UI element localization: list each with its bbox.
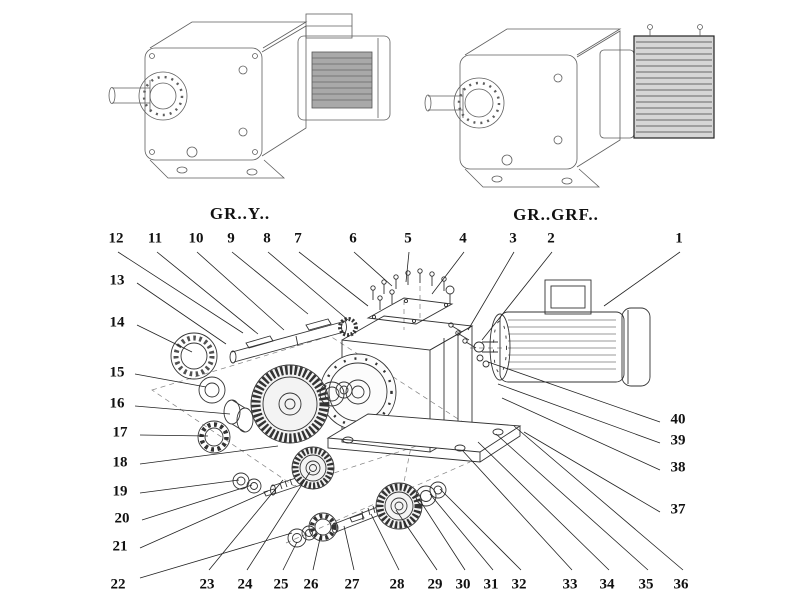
part-callout-10: 10 bbox=[188, 230, 204, 247]
part-callout-2: 2 bbox=[547, 230, 555, 247]
part-callout-37: 37 bbox=[670, 501, 686, 518]
model-label-gr-y: GR..Y.. bbox=[209, 204, 271, 223]
part-callout-32: 32 bbox=[511, 576, 527, 593]
part-callout-21: 21 bbox=[112, 538, 128, 555]
part-callout-34: 34 bbox=[599, 576, 615, 593]
part-callout-24: 24 bbox=[237, 576, 253, 593]
part-callout-17: 17 bbox=[112, 424, 128, 441]
input-shaft bbox=[229, 317, 358, 364]
part-callout-3: 3 bbox=[509, 230, 517, 247]
part-callout-40: 40 bbox=[670, 411, 686, 428]
part-callout-22: 22 bbox=[110, 576, 126, 593]
callout-leader-lines bbox=[117, 251, 684, 579]
part-callout-8: 8 bbox=[263, 230, 271, 247]
part-callout-15: 15 bbox=[109, 364, 125, 381]
part-callout-12: 12 bbox=[108, 230, 124, 247]
assembled-view-gr-y bbox=[108, 13, 391, 179]
part-callout-38: 38 bbox=[670, 459, 686, 476]
part-callout-7: 7 bbox=[294, 230, 302, 247]
part-callout-14: 14 bbox=[109, 314, 125, 331]
cover-and-bolts bbox=[366, 268, 455, 325]
part-callout-25: 25 bbox=[273, 576, 289, 593]
part-callout-18: 18 bbox=[112, 454, 128, 471]
part-callout-27: 27 bbox=[344, 576, 360, 593]
part-callout-23: 23 bbox=[199, 576, 215, 593]
part-callout-19: 19 bbox=[112, 483, 128, 500]
part-callout-16: 16 bbox=[109, 395, 125, 412]
seal-and-bearings bbox=[170, 332, 254, 454]
part-callout-6: 6 bbox=[349, 230, 357, 247]
part-callout-31: 31 bbox=[483, 576, 499, 593]
part-callout-39: 39 bbox=[670, 432, 686, 449]
motor bbox=[448, 279, 651, 387]
part-callout-9: 9 bbox=[227, 230, 235, 247]
part-callout-26: 26 bbox=[303, 576, 319, 593]
pinion-cluster bbox=[232, 446, 335, 497]
part-callout-36: 36 bbox=[673, 576, 689, 593]
output-shaft-cluster bbox=[287, 481, 447, 548]
exploded-parts-art bbox=[170, 268, 651, 548]
part-callout-1: 1 bbox=[675, 230, 683, 247]
assembled-view-gr-grf bbox=[424, 24, 715, 188]
part-callout-30: 30 bbox=[455, 576, 471, 593]
part-callout-20: 20 bbox=[114, 510, 130, 527]
part-callout-13: 13 bbox=[109, 272, 125, 289]
housing-base bbox=[326, 413, 522, 463]
part-callout-35: 35 bbox=[638, 576, 654, 593]
large-gear bbox=[250, 364, 353, 444]
part-callout-29: 29 bbox=[427, 576, 443, 593]
part-callout-5: 5 bbox=[404, 230, 412, 247]
part-callout-4: 4 bbox=[459, 230, 467, 247]
part-callout-33: 33 bbox=[562, 576, 578, 593]
part-callout-11: 11 bbox=[147, 230, 163, 247]
model-label-gr-grf: GR..GRF.. bbox=[513, 205, 599, 224]
part-callout-28: 28 bbox=[389, 576, 405, 593]
